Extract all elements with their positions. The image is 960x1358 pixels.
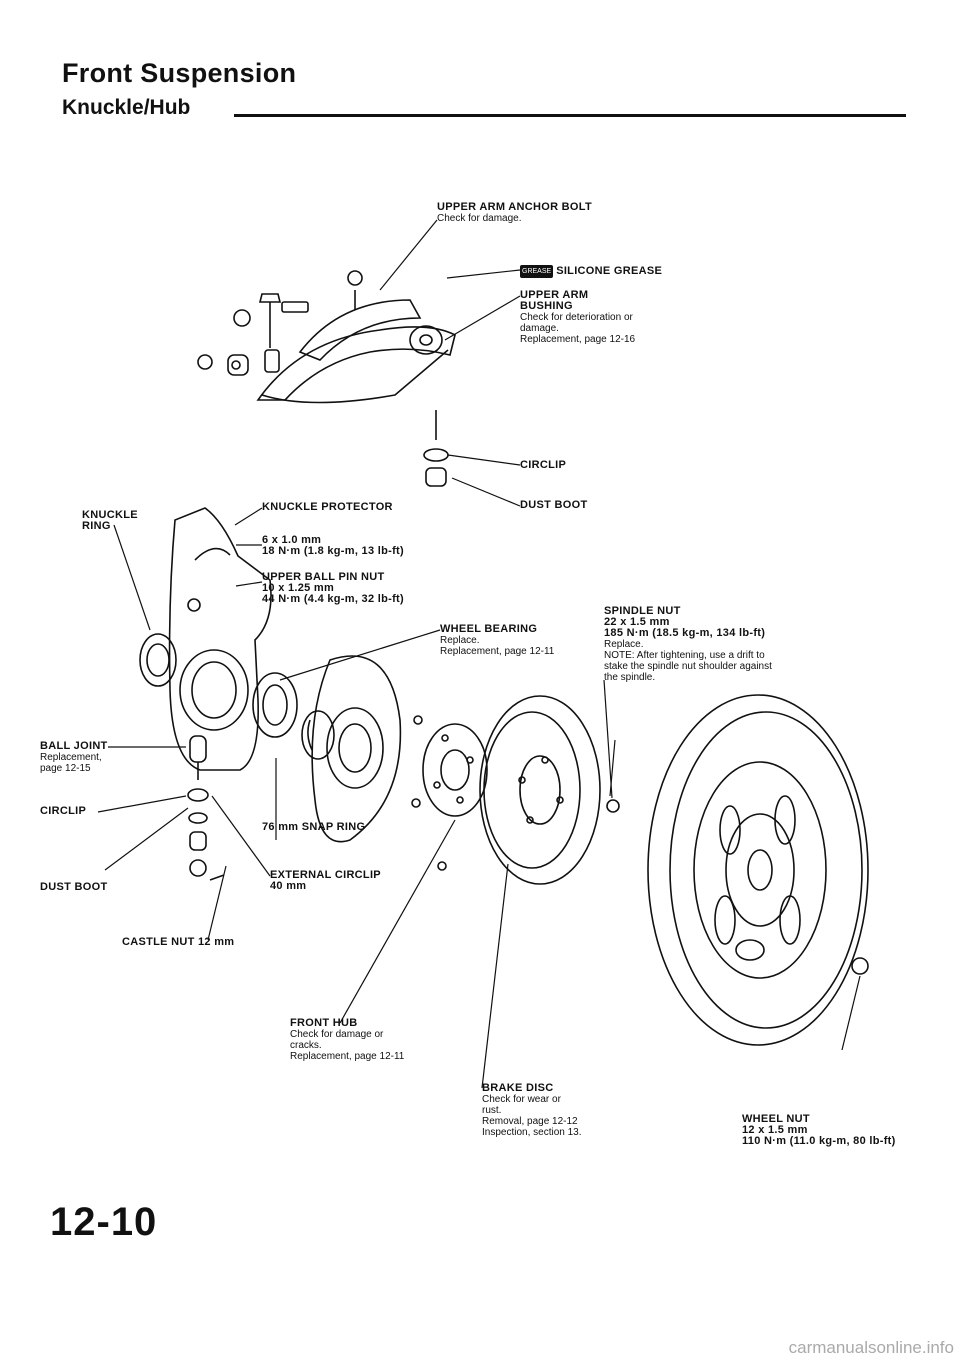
dust-boot-top-name: DUST BOOT: [520, 499, 588, 511]
label-dust-boot-top: DUST BOOT: [520, 500, 587, 511]
brake-disc-note-4: Inspection, section 13.: [482, 1127, 582, 1138]
label-spindle-nut: SPINDLE NUT 22 x 1.5 mm 185 N·m (18.5 kg…: [604, 605, 772, 684]
upper-arm-bushing-name2: BUSHING: [520, 300, 573, 312]
circlip-left-name: CIRCLIP: [40, 805, 87, 817]
spindle-nut-note-3: stake the spindle nut shoulder against: [604, 661, 772, 672]
external-circlip-size: 40 mm: [270, 880, 307, 892]
snap-ring-name: 76 mm SNAP RING: [262, 821, 366, 833]
brake-disc-note-3: Removal, page 12-12: [482, 1116, 578, 1127]
label-ball-joint: BALL JOINT Replacement, page 12-15: [40, 740, 108, 775]
wheel-bearing-name: WHEEL BEARING: [440, 623, 538, 635]
upper-ball-pin-nut-torque: 44 N·m (4.4 kg-m, 32 lb-ft): [262, 593, 404, 605]
brake-disc-drawing: [479, 695, 601, 885]
label-upper-arm-bushing: UPPER ARM BUSHING Check for deterioratio…: [520, 289, 636, 346]
bolt-6x1-size: 6 x 1.0 mm: [262, 534, 322, 546]
front-hub-note-1: Check for damage or: [290, 1029, 384, 1040]
label-snap-ring: 76 mm SNAP RING: [262, 822, 365, 833]
castle-nut-name: CASTLE NUT 12 mm: [122, 936, 235, 948]
grease-badge-icon: GREASE: [520, 265, 554, 278]
label-front-hub: FRONT HUB Check for damage or cracks. Re…: [290, 1017, 405, 1063]
upper-arm-drawing: [197, 270, 456, 487]
label-circlip-top: CIRCLIP: [520, 460, 566, 471]
upper-ball-pin-nut-size: 10 x 1.25 mm: [262, 582, 335, 594]
spindle-nut-torque: 185 N·m (18.5 kg-m, 134 lb-ft): [604, 627, 766, 639]
label-wheel-nut: WHEEL NUT 12 x 1.5 mm 110 N·m (11.0 kg-m…: [742, 1114, 896, 1147]
label-external-circlip: EXTERNAL CIRCLIP 40 mm: [270, 870, 381, 892]
label-wheel-bearing: WHEEL BEARING Replace. Replacement, page…: [440, 623, 555, 658]
upper-arm-bushing-note-2: damage.: [520, 323, 559, 334]
upper-ball-pin-nut-name: UPPER BALL PIN NUT: [262, 571, 385, 583]
knuckle-protector-name: KNUCKLE PROTECTOR: [262, 501, 393, 513]
label-brake-disc: BRAKE DISC Check for wear or rust. Remov…: [482, 1082, 582, 1139]
wheel-nut-torque: 110 N·m (11.0 kg-m, 80 lb-ft): [742, 1135, 896, 1147]
circlip-top-name: CIRCLIP: [520, 459, 567, 471]
page-number: 12-10: [50, 1200, 158, 1244]
label-bolt-6x1: 6 x 1.0 mm 18 N·m (1.8 kg-m, 13 lb-ft): [262, 535, 404, 557]
spindle-nut-name: SPINDLE NUT: [604, 605, 681, 617]
label-dust-boot-left: DUST BOOT: [40, 882, 107, 893]
label-circlip-left: CIRCLIP: [40, 806, 86, 817]
front-hub-note-3: Replacement, page 12-11: [290, 1051, 405, 1062]
header-rule: [234, 114, 906, 117]
brake-disc-note-1: Check for wear or: [482, 1094, 561, 1105]
wheel-bearing-note-1: Replace.: [440, 635, 480, 646]
spindle-nut-note-4: the spindle.: [604, 672, 656, 683]
section-subtitle: Knuckle/Hub: [62, 96, 191, 119]
label-knuckle-ring: KNUCKLE RING: [82, 510, 138, 532]
upper-arm-bushing-note-3: Replacement, page 12-16: [520, 334, 636, 345]
bolt-6x1-torque: 18 N·m (1.8 kg-m, 13 lb-ft): [262, 545, 404, 557]
silicone-grease-name: SILICONE GREASE: [556, 265, 663, 278]
spindle-nut-size: 22 x 1.5 mm: [604, 616, 670, 628]
upper-arm-anchor-bolt-name: UPPER ARM ANCHOR BOLT: [437, 201, 592, 213]
wheel-nut-size: 12 x 1.5 mm: [742, 1124, 808, 1136]
label-castle-nut: CASTLE NUT 12 mm: [122, 937, 234, 948]
dust-boot-left-name: DUST BOOT: [40, 881, 108, 893]
spindle-nut-note-1: Replace.: [604, 639, 644, 650]
page-title: Front Suspension: [62, 58, 297, 88]
ball-joint-note-2: page 12-15: [40, 763, 91, 774]
front-hub-note-2: cracks.: [290, 1040, 322, 1051]
hub-drawing: [411, 715, 488, 871]
label-upper-arm-anchor-bolt: UPPER ARM ANCHOR BOLT Check for damage.: [437, 201, 592, 225]
footer-watermark: carmanualsonline.info: [354, 1338, 960, 1358]
knuckle-ring-name2: RING: [82, 520, 111, 532]
spindle-nut-note-2: NOTE: After tightening, use a drift to: [604, 650, 765, 661]
ball-joint-name: BALL JOINT: [40, 740, 108, 752]
wheel-tire-drawing: [606, 694, 869, 1046]
knuckle-ring-name: KNUCKLE: [82, 509, 138, 521]
upper-arm-bushing-name: UPPER ARM: [520, 289, 589, 301]
brake-disc-name: BRAKE DISC: [482, 1082, 554, 1094]
brake-disc-note-2: rust.: [482, 1105, 502, 1116]
knuckle-drawing: [139, 507, 272, 771]
label-upper-ball-pin-nut: UPPER BALL PIN NUT 10 x 1.25 mm 44 N·m (…: [262, 572, 404, 605]
bearing-shield-drawing: [252, 655, 402, 843]
ball-joint-drawing: [187, 735, 225, 881]
upper-arm-anchor-bolt-note: Check for damage.: [437, 213, 522, 224]
leader-lines: [97, 219, 861, 1089]
upper-arm-bushing-note-1: Check for deterioration or: [520, 312, 633, 323]
ball-joint-note-1: Replacement,: [40, 752, 102, 763]
label-knuckle-protector: KNUCKLE PROTECTOR: [262, 502, 393, 513]
wheel-nut-name: WHEEL NUT: [742, 1113, 810, 1125]
external-circlip-name: EXTERNAL CIRCLIP: [270, 869, 381, 881]
wheel-bearing-note-2: Replacement, page 12-11: [440, 646, 555, 657]
front-hub-name: FRONT HUB: [290, 1017, 358, 1029]
